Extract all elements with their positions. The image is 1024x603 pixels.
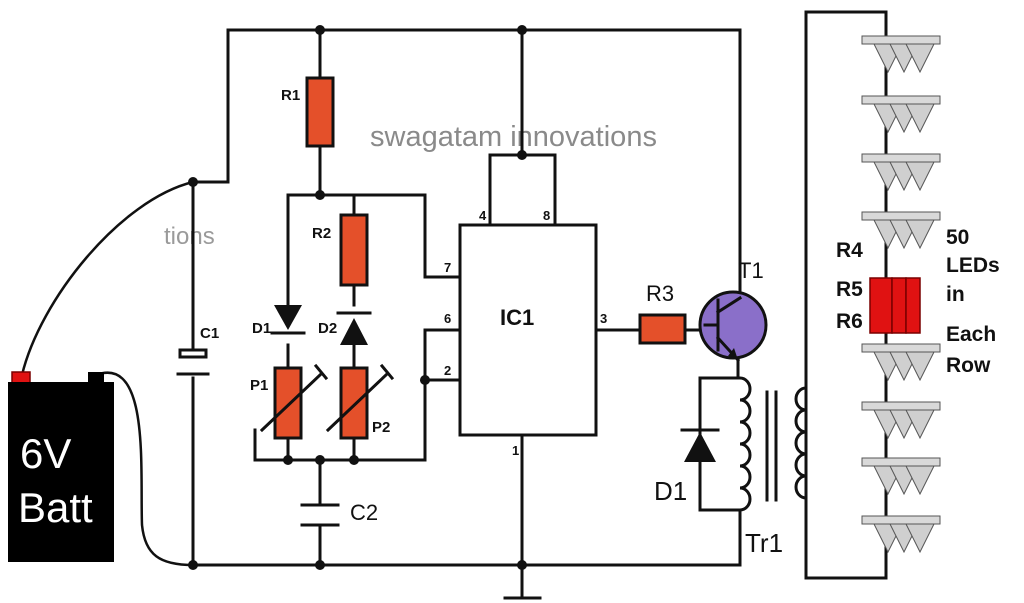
led-row-bar	[861, 35, 941, 45]
diode-d2: D2	[318, 311, 372, 345]
potentiometer-p1: P1	[250, 363, 329, 440]
label-d1-small: D1	[252, 320, 271, 337]
led-row-bar	[861, 515, 941, 525]
label-r3: R3	[646, 281, 674, 306]
resistors-r4-r5-r6: R4 R5 R6	[836, 239, 921, 334]
resistor-r3: R3	[638, 281, 687, 345]
label-d1-large: D1	[654, 476, 687, 506]
label-r5: R5	[836, 278, 863, 301]
label-d2: D2	[318, 320, 337, 337]
led-note-line-5: Row	[946, 354, 991, 377]
led-note-line-4: Each	[946, 323, 996, 346]
led-row	[861, 401, 941, 440]
label-p1: P1	[250, 377, 268, 394]
label-r2: R2	[312, 225, 331, 242]
ic-pin-7: 7	[444, 260, 451, 275]
ic-pin-4: 4	[479, 208, 487, 223]
resistor-r2: R2	[312, 213, 369, 287]
ic-pin-1: 1	[512, 443, 519, 458]
led-row	[861, 95, 941, 134]
watermark-fragment: tions	[164, 223, 215, 250]
led-icon	[905, 523, 935, 554]
ic-pin-6: 6	[444, 311, 451, 326]
led-icon	[905, 219, 935, 250]
transistor-t1: T1	[698, 258, 768, 363]
battery-body	[8, 382, 114, 562]
led-row-bar	[861, 401, 941, 411]
transformer-tr1: Tr1	[738, 376, 808, 558]
led-icon	[905, 351, 935, 382]
diode-d1-small: D1	[252, 305, 306, 337]
resistor-r1: R1	[281, 76, 335, 148]
led-row-bar	[861, 343, 941, 353]
battery-label-type: Batt	[18, 484, 93, 531]
led-note-line-3: in	[946, 283, 965, 306]
led-row	[861, 515, 941, 554]
led-note: 50 LEDs in Each Row	[946, 226, 1000, 377]
led-row-bar	[861, 95, 941, 105]
led-note-line-1: 50	[946, 226, 969, 249]
led-icon	[905, 409, 935, 440]
led-row	[861, 343, 941, 382]
led-row	[861, 211, 941, 250]
junction-dots	[188, 25, 527, 570]
ic-pin-2: 2	[444, 363, 451, 378]
label-r6: R6	[836, 310, 863, 333]
diode-d1-large: D1	[654, 428, 720, 506]
label-c2: C2	[350, 500, 378, 525]
led-icon	[905, 103, 935, 134]
label-c1: C1	[200, 325, 219, 342]
led-icon	[905, 161, 935, 192]
led-note-line-2: LEDs	[946, 254, 1000, 277]
label-p2: P2	[372, 419, 390, 436]
watermark: swagatam innovations	[370, 121, 657, 153]
label-r4: R4	[836, 239, 863, 262]
led-row-bar	[861, 457, 941, 467]
label-r1: R1	[281, 87, 300, 104]
ic-pin-3: 3	[600, 311, 607, 326]
battery-label-voltage: 6V	[20, 430, 71, 477]
led-row	[861, 35, 941, 74]
led-icon	[905, 465, 935, 496]
ic-pin-8: 8	[543, 208, 550, 223]
potentiometer-p2: P2	[325, 363, 395, 440]
led-icon	[905, 43, 935, 74]
label-ic1: IC1	[500, 305, 534, 330]
led-array	[861, 35, 941, 554]
label-t1: T1	[738, 258, 764, 283]
led-row-bar	[861, 153, 941, 163]
capacitor-c2: C2	[300, 500, 378, 527]
battery: 6V Batt	[8, 371, 114, 562]
label-tr1: Tr1	[745, 528, 783, 558]
ic1-timer: IC1 4 8 7 6 2 3 1	[444, 208, 607, 458]
led-row	[861, 153, 941, 192]
led-row-bar	[861, 211, 941, 221]
capacitor-c1: C1	[176, 325, 219, 376]
led-row	[861, 457, 941, 496]
